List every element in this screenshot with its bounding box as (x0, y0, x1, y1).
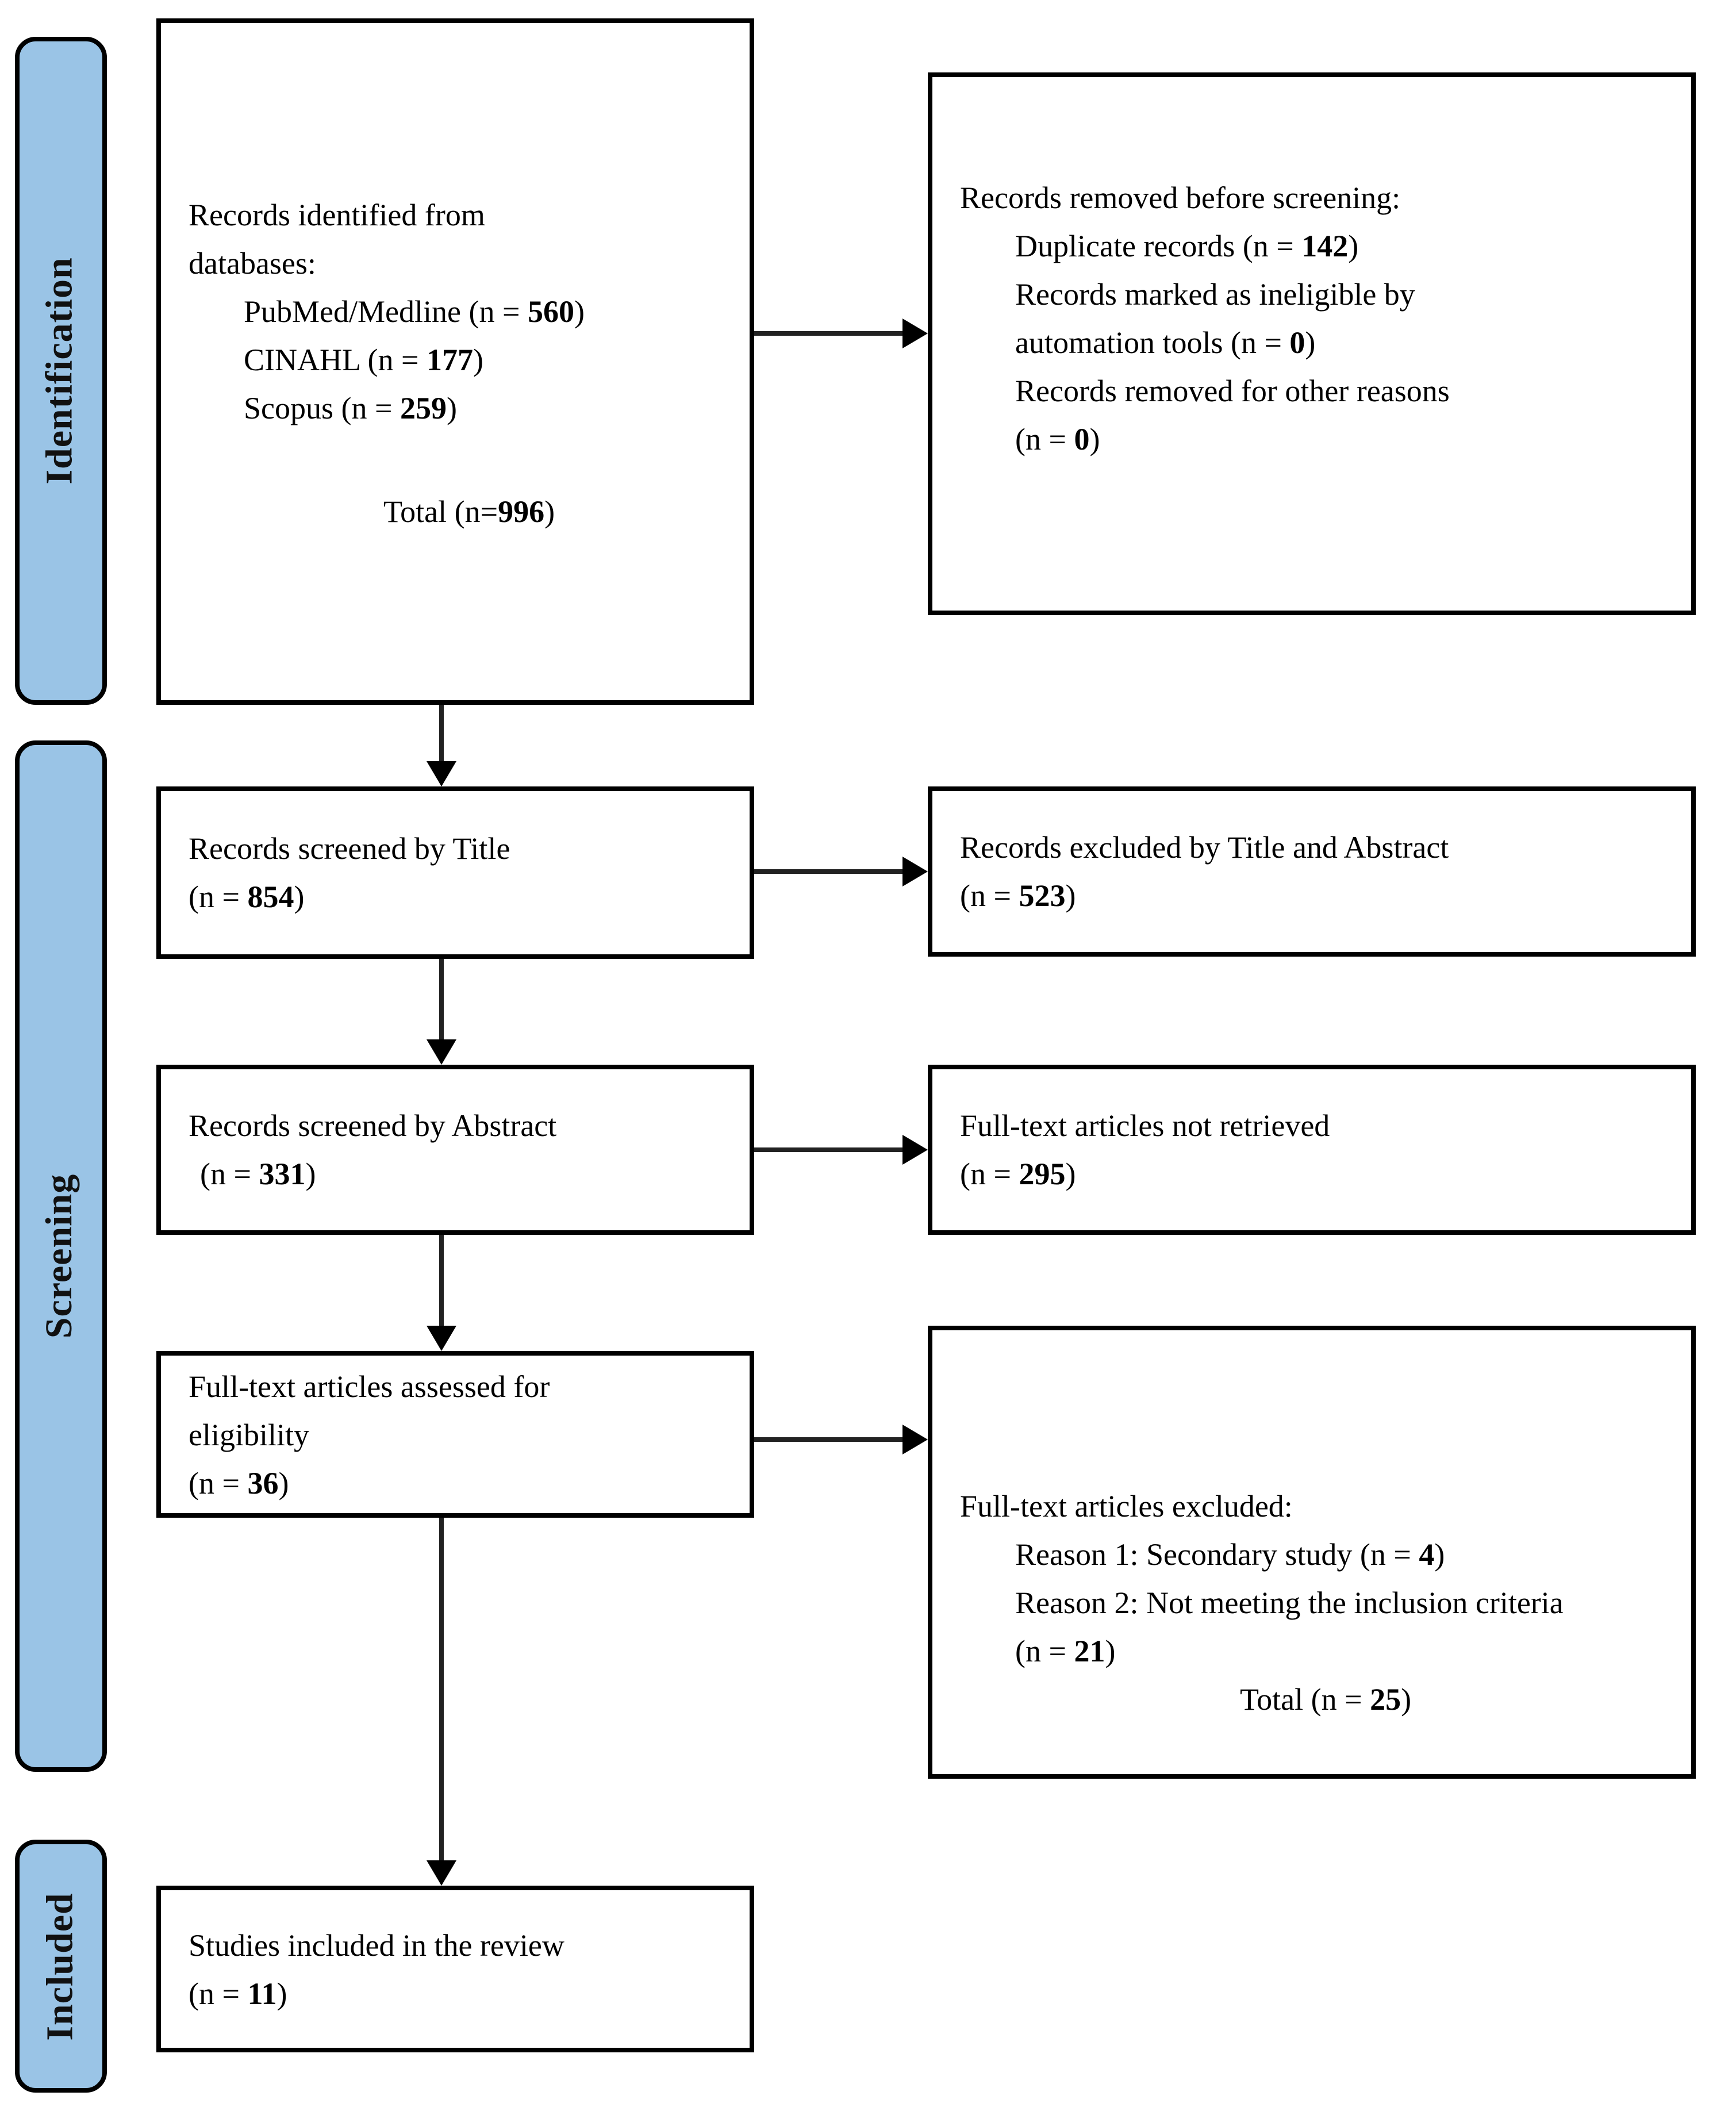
removed-heading-line: Records removed before screening: (960, 181, 1401, 215)
ineligible-line-b: automation tools (n = 0) (1015, 325, 1316, 360)
screened-abstract-count: (n = 331) (200, 1157, 316, 1191)
identification-label: Identification (40, 257, 82, 485)
box-screened-title: Records screened by Title (n = 854) (156, 786, 754, 959)
box-records-identified: Records identified from databases: PubMe… (156, 18, 754, 705)
identified-total-line: Total (n=996) (383, 494, 555, 529)
screened-title-count: (n = 854) (189, 880, 305, 914)
identified-line2: databases: (189, 246, 316, 281)
ft-excluded-heading: Full-text articles excluded: (960, 1489, 1293, 1523)
not-retrieved-count: (n = 295) (960, 1157, 1076, 1191)
box-excluded-title-abstract: Records excluded by Title and Abstract (… (928, 786, 1696, 957)
pubmed-count-line: PubMed/Medline (n = 560) (244, 294, 585, 329)
arrow-head-icon (427, 1860, 456, 1886)
arrow-head-icon (427, 1326, 456, 1351)
screened-title-line: Records screened by Title (189, 831, 510, 866)
arrow-head-icon (427, 761, 456, 786)
box-studies-included: Studies included in the review (n = 11) (156, 1886, 754, 2052)
arrow-head-icon (902, 1135, 928, 1165)
arrow-head-icon (902, 318, 928, 348)
ft-excluded-reason1: Reason 1: Secondary study (n = 4) (1015, 1537, 1445, 1572)
assessed-line1: Full-text articles assessed for (189, 1369, 550, 1403)
tab-screening: Screening (15, 740, 107, 1772)
cinahl-count-line: CINAHL (n = 177) (244, 343, 483, 377)
arrow-head-icon (902, 857, 928, 886)
box-fulltext-not-retrieved: Full-text articles not retrieved (n = 29… (928, 1065, 1696, 1235)
box-fulltext-excluded: Full-text articles excluded: Reason 1: S… (928, 1326, 1696, 1779)
tab-identification: Identification (15, 37, 107, 705)
arrow-head-icon (427, 1039, 456, 1065)
other-reasons-line-b: (n = 0) (1015, 422, 1100, 456)
assessed-line2: eligibility (189, 1417, 309, 1452)
excluded-title-count: (n = 523) (960, 878, 1076, 913)
tab-included: Included (15, 1840, 107, 2093)
arrow-head-icon (902, 1425, 928, 1454)
not-retrieved-line: Full-text articles not retrieved (960, 1108, 1330, 1143)
box-records-removed: Records removed before screening: Duplic… (928, 72, 1696, 615)
included-review-line: Studies included in the review (189, 1928, 564, 1962)
ft-excluded-reason2-b: (n = 21) (1015, 1634, 1116, 1668)
box-fulltext-assessed: Full-text articles assessed for eligibil… (156, 1351, 754, 1518)
scopus-count-line: Scopus (n = 259) (244, 391, 457, 425)
ineligible-line-a: Records marked as ineligible by (1015, 277, 1415, 312)
other-reasons-line-a: Records removed for other reasons (1015, 374, 1450, 408)
box-screened-abstract: Records screened by Abstract (n = 331) (156, 1065, 754, 1235)
duplicate-records-line: Duplicate records (n = 142) (1015, 229, 1359, 263)
ft-excluded-total: Total (n = 25) (1239, 1682, 1412, 1717)
ft-excluded-reason2-a: Reason 2: Not meeting the inclusion crit… (1015, 1586, 1564, 1620)
included-review-count: (n = 11) (189, 1976, 287, 2010)
excluded-title-line: Records excluded by Title and Abstract (960, 830, 1449, 865)
screened-abstract-line: Records screened by Abstract (189, 1108, 557, 1143)
screening-label: Screening (40, 1173, 82, 1339)
included-label: Included (40, 1892, 81, 2040)
identified-line1: Records identified from (189, 198, 485, 232)
assessed-count: (n = 36) (189, 1465, 289, 1500)
